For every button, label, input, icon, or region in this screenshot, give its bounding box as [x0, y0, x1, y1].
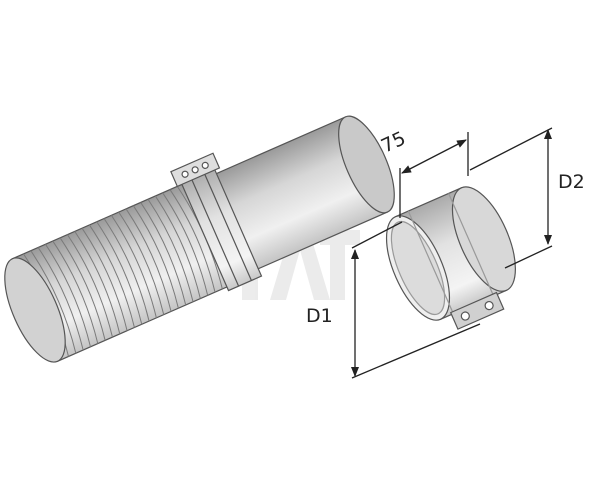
- d2-dimension-label: D2: [558, 171, 585, 193]
- hose-rib: [88, 224, 135, 328]
- hose-rib: [154, 195, 201, 299]
- hose-rib: [59, 237, 106, 341]
- hose-open-end: [4, 257, 66, 363]
- hose-rib: [118, 211, 165, 315]
- pipe-end-cap: [338, 115, 395, 214]
- hose-rib: [37, 247, 84, 351]
- hose-rib: [30, 250, 77, 354]
- hose-rib: [45, 243, 91, 347]
- dimension-lines: [351, 127, 553, 379]
- hose-rib: [96, 221, 143, 325]
- hose-rib: [103, 218, 150, 322]
- hose-rib: [74, 231, 121, 335]
- hose-rib: [52, 240, 99, 344]
- hose-rib: [81, 227, 128, 331]
- clamp-part: [385, 186, 516, 330]
- exhaust-pipe-assembly: [4, 115, 395, 363]
- hose-rib: [140, 202, 187, 306]
- d1-dimension-label: D1: [306, 305, 333, 327]
- hose-rib: [162, 192, 209, 296]
- hose-rib: [110, 215, 157, 318]
- hose-rib: [169, 189, 216, 293]
- hose-rib: [125, 208, 172, 312]
- hose-rib: [67, 234, 113, 338]
- hose-rib: [147, 198, 194, 302]
- hose-rib: [132, 205, 179, 309]
